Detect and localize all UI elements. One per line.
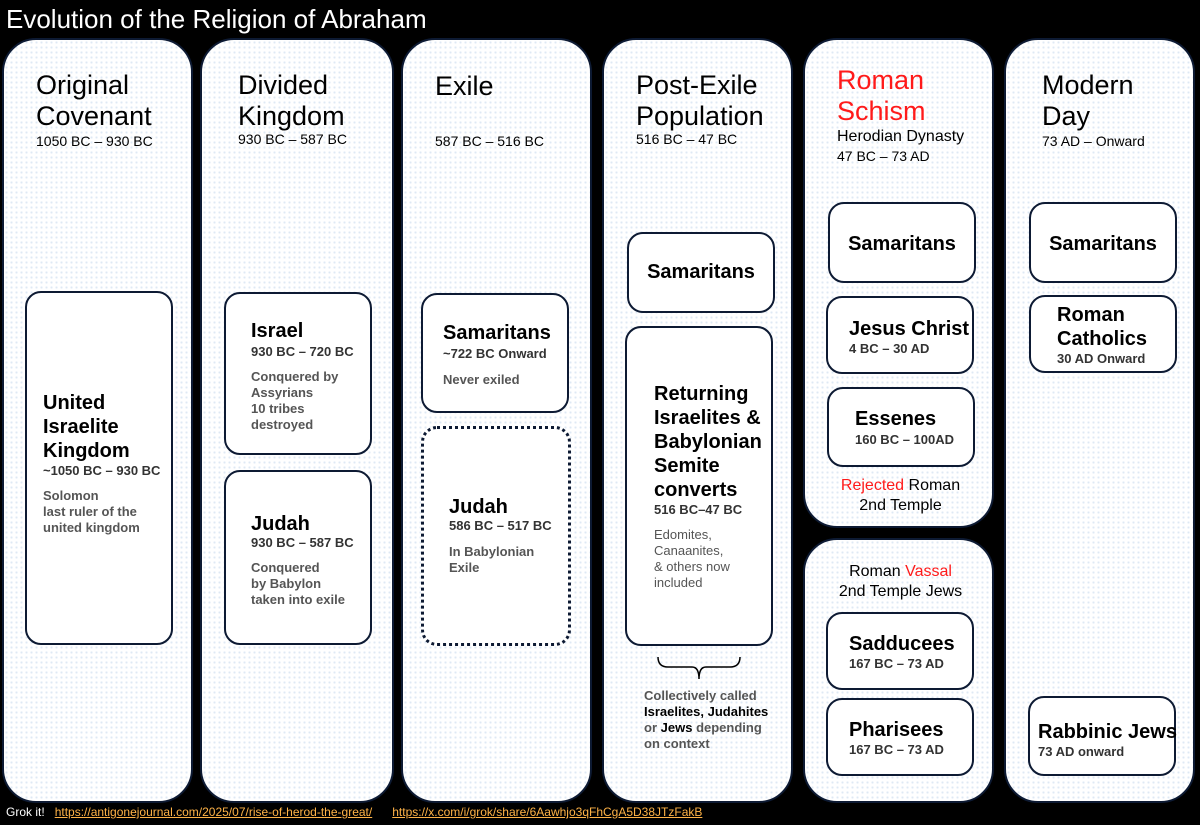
box-title: Essenes <box>855 408 937 430</box>
box-dates: ~1050 BC – 930 BC <box>43 463 161 478</box>
box-dates: 4 BC – 30 AD <box>849 341 930 356</box>
box-samaritans: Samaritans ~722 BC Onward Never exiled <box>421 293 569 413</box>
footer-link-grok[interactable]: https://x.com/i/grok/share/6Aawhjo3qFhCg… <box>392 805 703 819</box>
box-dates: 167 BC – 73 AD <box>849 742 944 757</box>
box-title: Rabbinic Jews <box>1038 721 1177 743</box>
box-dates: 30 AD Onward <box>1057 351 1146 366</box>
box-title: Samaritans <box>848 233 956 255</box>
footer-link-antigone[interactable]: https://antigonejournal.com/2025/07/rise… <box>54 805 373 819</box>
box-title: Samaritans <box>443 322 551 344</box>
column-dates: 930 BC – 587 BC <box>238 131 347 147</box>
column-dates: 1050 BC – 930 BC <box>36 133 153 149</box>
box-title: Samaritans <box>647 261 755 283</box>
box-jesus-christ: Jesus Christ 4 BC – 30 AD <box>826 296 974 374</box>
column-subheading: Herodian Dynasty <box>837 128 965 145</box>
vassal-heading: Roman Vassal 2nd Temple Jews <box>838 563 963 600</box>
curly-brace <box>657 656 741 680</box>
column-dates: 73 AD – Onward <box>1042 133 1145 149</box>
box-title: Israel <box>251 320 304 342</box>
box-sadducees: Sadducees 167 BC – 73 AD <box>826 612 974 690</box>
column-dates: 587 BC – 516 BC <box>435 133 544 149</box>
box-samaritans: Samaritans <box>627 232 775 313</box>
box-pharisees: Pharisees 167 BC – 73 AD <box>826 698 974 776</box>
box-dates: ~722 BC Onward <box>443 346 547 361</box>
footer-label: Grok it! <box>6 805 45 819</box>
box-dates: 73 AD onward <box>1038 744 1125 759</box>
box-title: Sadducees <box>849 633 955 655</box>
rejected-note: Rejected Roman 2nd Temple <box>840 477 961 514</box>
box-title: Judah <box>251 513 310 535</box>
box-dates: 160 BC – 100AD <box>855 432 954 447</box>
box-notes: Never exiled <box>443 372 520 387</box>
footer: Grok it! https://antigonejournal.com/202… <box>6 805 702 819</box>
column-heading: Exile <box>435 71 494 101</box>
box-essenes: Essenes 160 BC – 100AD <box>827 387 975 467</box>
box-dates: 167 BC – 73 AD <box>849 656 944 671</box>
box-rabbinic-jews: Rabbinic Jews 73 AD onward <box>1028 696 1177 776</box>
box-title: Samaritans <box>1049 233 1157 255</box>
box-samaritans: Samaritans <box>828 202 976 283</box>
page-title: Evolution of the Religion of Abraham <box>6 4 427 34</box>
box-dates: 586 BC – 517 BC <box>449 518 552 533</box>
box-title: Jesus Christ <box>849 318 970 340</box>
box-dates: 930 BC – 720 BC <box>251 344 354 359</box>
box-title: Pharisees <box>849 719 944 741</box>
collective-note: Collectively called Israelites, Judahite… <box>644 688 769 751</box>
box-samaritans: Samaritans <box>1029 202 1177 283</box>
box-dates: 516 BC–47 BC <box>654 502 743 517</box>
column-dates: 47 BC – 73 AD <box>837 148 930 164</box>
box-title: Judah <box>449 496 508 518</box>
column-dates: 516 BC – 47 BC <box>636 131 738 147</box>
column-roman-vassal: Roman Vassal 2nd Temple Jews Sadducees 1… <box>803 538 994 803</box>
box-dates: 930 BC – 587 BC <box>251 535 354 550</box>
column-exile: Exile 587 BC – 516 BC Samaritans ~722 BC… <box>401 38 592 803</box>
